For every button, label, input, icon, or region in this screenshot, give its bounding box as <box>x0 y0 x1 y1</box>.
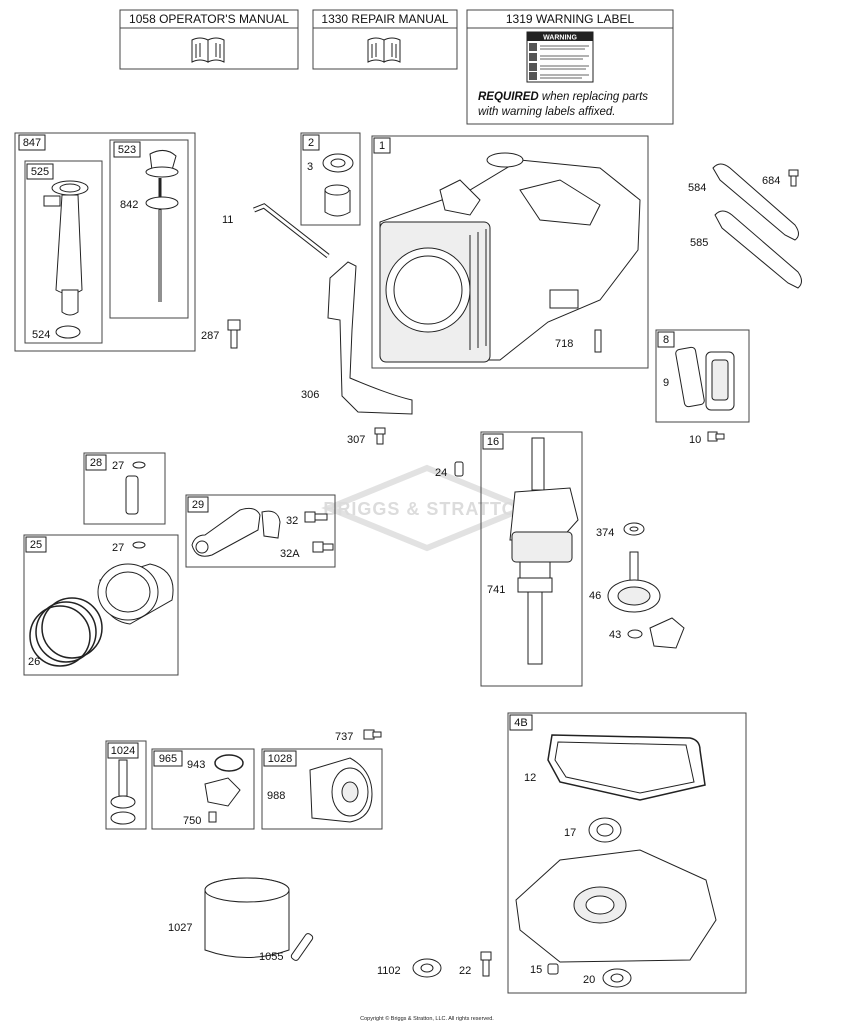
warning-sticker-text: WARNING <box>543 35 577 42</box>
group-29-tag: 29 <box>192 499 204 511</box>
label-374: 374 <box>596 527 614 539</box>
group-4b-tag: 4B <box>514 717 527 729</box>
label-32: 32 <box>286 515 298 527</box>
label-842: 842 <box>120 199 138 211</box>
book-icon <box>191 37 225 63</box>
label-524: 524 <box>32 329 50 341</box>
label-1055: 1055 <box>259 951 283 963</box>
group-8[interactable]: 8 9 <box>655 329 750 423</box>
label-20: 20 <box>583 974 595 986</box>
label-27-pin: 27 <box>112 460 124 472</box>
screw-684: 684 <box>762 169 799 187</box>
screw-307: 307 <box>347 427 386 446</box>
gasket-585: 585 <box>690 210 802 289</box>
label-737: 737 <box>335 731 353 743</box>
label-24: 24 <box>435 467 447 479</box>
warning-label-title: 1319 WARNING LABEL <box>506 12 635 26</box>
o-ring-part <box>55 325 81 339</box>
operators-manual-box[interactable]: 1058 OPERATOR'S MANUAL <box>119 9 299 70</box>
label-584: 584 <box>688 182 706 194</box>
book-icon <box>367 37 401 63</box>
camshaft-46: 46 <box>589 551 661 613</box>
label-26: 26 <box>28 656 40 668</box>
group-2[interactable]: 2 3 <box>300 132 361 226</box>
copyright-text: Copyright © Briggs & Stratton, LLC. All … <box>360 1015 494 1022</box>
label-9: 9 <box>663 377 669 389</box>
label-15: 15 <box>530 964 542 976</box>
group-1-cylinder-block[interactable]: 1 718 <box>371 135 649 369</box>
repair-manual-title: 1330 REPAIR MANUAL <box>321 12 448 26</box>
label-46: 46 <box>589 590 601 602</box>
label-32a: 32A <box>280 548 300 560</box>
label-988: 988 <box>267 790 285 802</box>
warning-label-box[interactable]: 1319 WARNING LABEL WARNING REQUIRED when… <box>466 9 674 125</box>
oil-filter-1027: 1027 <box>168 877 290 958</box>
screw-10: 10 <box>689 431 725 446</box>
label-11: 11 <box>222 214 233 226</box>
label-27-clip: 27 <box>112 542 124 554</box>
group-28[interactable]: 28 27 <box>83 452 166 525</box>
dipstick-part <box>145 150 179 302</box>
fitting-1055: 1055 <box>259 933 314 963</box>
label-306: 306 <box>301 389 319 401</box>
group-1024-tag: 1024 <box>111 745 135 757</box>
group-1024[interactable]: 1024 <box>105 740 147 830</box>
pin-24: 24 <box>435 461 464 479</box>
group-8-tag: 8 <box>663 334 669 346</box>
group-4b-sump[interactable]: 4B 12 17 15 20 <box>507 712 747 994</box>
label-943: 943 <box>187 759 205 771</box>
label-287: 287 <box>201 330 219 342</box>
group-2-tag: 2 <box>308 137 314 149</box>
operators-manual-title: 1058 OPERATOR'S MANUAL <box>129 12 289 26</box>
label-585: 585 <box>690 237 708 249</box>
group-847-tag: 847 <box>23 137 41 149</box>
gasket-584: 584 <box>688 163 799 241</box>
warning-sticker: WARNING <box>526 31 594 83</box>
brand-watermark: BRIGGS & STRATTON <box>321 464 533 552</box>
label-741: 741 <box>487 584 505 596</box>
group-523-tag: 523 <box>118 144 136 156</box>
group-29[interactable]: 29 32 32A <box>185 494 336 568</box>
label-3: 3 <box>307 161 313 173</box>
group-16-crankshaft[interactable]: 16 741 <box>480 431 583 687</box>
seal-1102: 1102 <box>377 958 442 978</box>
baffle-306: 306 <box>301 261 413 415</box>
group-25-tag: 25 <box>30 539 42 551</box>
repair-manual-box[interactable]: 1330 REPAIR MANUAL <box>312 9 458 70</box>
group-965[interactable]: 965 943 750 <box>151 748 255 830</box>
group-1028[interactable]: 1028 988 <box>261 748 383 830</box>
bolt-22: 22 <box>459 951 492 977</box>
label-750: 750 <box>183 815 201 827</box>
label-1027: 1027 <box>168 922 192 934</box>
label-17: 17 <box>564 827 576 839</box>
group-25[interactable]: 25 27 26 <box>23 534 179 676</box>
label-684: 684 <box>762 175 780 187</box>
label-307: 307 <box>347 434 365 446</box>
washer-374: 374 <box>596 522 645 539</box>
group-847[interactable]: 847 525 523 524 842 <box>14 132 196 352</box>
group-1-tag: 1 <box>379 140 385 152</box>
seal-ring-part <box>145 196 179 210</box>
label-718: 718 <box>555 338 573 350</box>
warning-note-line2: with warning labels affixed. <box>478 106 615 118</box>
label-12: 12 <box>524 772 536 784</box>
watermark-text: BRIGGS & STRATTON <box>323 499 530 519</box>
breather-tube-11: 11 <box>222 203 330 258</box>
label-43: 43 <box>609 629 621 641</box>
group-965-tag: 965 <box>159 753 177 765</box>
label-10: 10 <box>689 434 701 446</box>
group-1028-tag: 1028 <box>268 753 292 765</box>
group-525-tag: 525 <box>31 166 49 178</box>
dipstick-tube-part <box>43 180 89 316</box>
governor-43: 43 <box>609 617 685 649</box>
group-28-tag: 28 <box>90 457 102 469</box>
group-16-tag: 16 <box>487 436 499 448</box>
bolt-287: 287 <box>201 319 241 349</box>
label-1102: 1102 <box>377 965 401 977</box>
warning-note-line1: REQUIRED when replacing parts <box>478 91 648 103</box>
screw-737: 737 <box>335 729 382 743</box>
label-22: 22 <box>459 965 471 977</box>
